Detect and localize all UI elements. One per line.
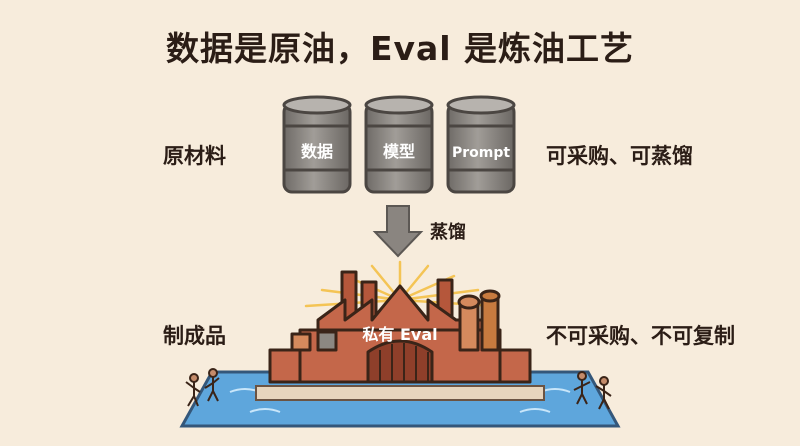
page-title: 数据是原油，Eval 是炼油工艺 [165,29,635,68]
finished-product-label: 制成品 [163,324,226,348]
factory-icon [268,270,532,384]
people-right-icon [573,371,612,410]
barrel-label-data: 数据 [301,142,333,161]
barrel-label-model: 模型 [383,142,415,161]
barrel-data: 数据 [282,95,352,194]
distill-label: 蒸馏 [430,222,466,243]
raw-materials-label: 原材料 [163,144,226,168]
finished-product-note: 不可采购、不可复制 [546,324,735,348]
barrel-model: 模型 [364,95,434,194]
barrel-label-prompt: Prompt [452,145,510,161]
raw-materials-note: 可采购、可蒸馏 [546,144,693,168]
distill-arrow-icon [372,205,424,258]
factory-label: 私有 Eval [362,325,437,344]
people-left-icon [185,368,220,407]
barrel-prompt: Prompt [446,95,516,194]
